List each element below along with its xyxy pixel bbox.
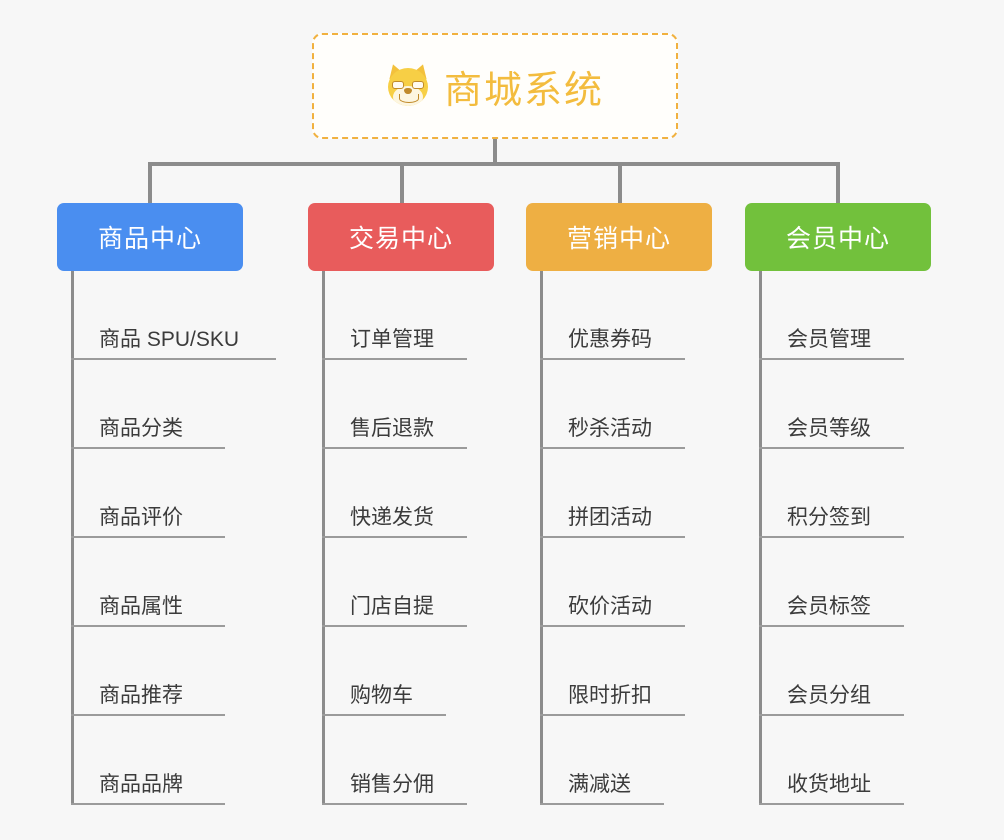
leaf-item[interactable]: 销售分佣 (308, 716, 494, 805)
leaf-label: 快递发货 (350, 506, 434, 529)
branch-spine (322, 271, 325, 805)
leaf-rule (71, 803, 225, 805)
connector-root-stem (493, 139, 497, 164)
branch-marketing-center: 营销中心 优惠券码 秒杀活动 拼团活动 砍价活动 限时折扣 (526, 203, 712, 805)
leaf-item[interactable]: 商品分类 (57, 360, 243, 449)
leaf-item[interactable]: 满减送 (526, 716, 712, 805)
leaf-rule (322, 803, 467, 805)
leaf-rule (322, 358, 467, 360)
leaf-item[interactable]: 收货地址 (745, 716, 931, 805)
branch-member-center: 会员中心 会员管理 会员等级 积分签到 会员标签 会员分组 (745, 203, 931, 805)
leaf-rule (759, 447, 904, 449)
leaf-label: 商品推荐 (99, 684, 183, 707)
leaf-item[interactable]: 门店自提 (308, 538, 494, 627)
leaf-item[interactable]: 商品品牌 (57, 716, 243, 805)
branch-items-member-center: 会员管理 会员等级 积分签到 会员标签 会员分组 收货地址 (745, 271, 931, 805)
leaf-item[interactable]: 秒杀活动 (526, 360, 712, 449)
leaf-item[interactable]: 购物车 (308, 627, 494, 716)
leaf-item[interactable]: 快递发货 (308, 449, 494, 538)
branch-items-product-center: 商品 SPU/SKU 商品分类 商品评价 商品属性 商品推荐 商品品牌 (57, 271, 276, 805)
leaf-label: 拼团活动 (568, 506, 652, 529)
leaf-label: 订单管理 (350, 328, 434, 351)
branch-header-product-center[interactable]: 商品中心 (57, 203, 243, 271)
leaf-item[interactable]: 拼团活动 (526, 449, 712, 538)
leaf-rule (322, 447, 467, 449)
leaf-rule (759, 714, 904, 716)
leaf-label: 砍价活动 (568, 595, 652, 618)
shiba-dog-icon (385, 61, 431, 108)
leaf-label: 商品属性 (99, 595, 183, 618)
branch-items-trade-center: 订单管理 售后退款 快递发货 门店自提 购物车 销售分佣 (308, 271, 494, 805)
leaf-label: 购物车 (350, 684, 413, 707)
leaf-item[interactable]: 会员标签 (745, 538, 931, 627)
leaf-label: 会员等级 (787, 417, 871, 440)
leaf-rule (540, 803, 664, 805)
leaf-rule (71, 358, 276, 360)
leaf-rule (71, 625, 225, 627)
connector-horizontal-bus (148, 162, 840, 166)
leaf-item[interactable]: 砍价活动 (526, 538, 712, 627)
leaf-item[interactable]: 会员管理 (745, 271, 931, 360)
leaf-label: 满减送 (568, 773, 631, 796)
leaf-item[interactable]: 售后退款 (308, 360, 494, 449)
leaf-label: 秒杀活动 (568, 417, 652, 440)
leaf-rule (540, 358, 685, 360)
leaf-rule (540, 536, 685, 538)
leaf-label: 商品分类 (99, 417, 183, 440)
leaf-item[interactable]: 商品推荐 (57, 627, 243, 716)
leaf-rule (759, 803, 904, 805)
leaf-label: 会员标签 (787, 595, 871, 618)
leaf-item[interactable]: 优惠券码 (526, 271, 712, 360)
leaf-label: 门店自提 (350, 595, 434, 618)
branch-spine (540, 271, 543, 805)
leaf-label: 收货地址 (787, 773, 871, 796)
leaf-label: 会员管理 (787, 328, 871, 351)
leaf-item[interactable]: 会员分组 (745, 627, 931, 716)
leaf-rule (322, 714, 446, 716)
branch-items-marketing-center: 优惠券码 秒杀活动 拼团活动 砍价活动 限时折扣 满减送 (526, 271, 712, 805)
leaf-rule (540, 714, 685, 716)
leaf-rule (540, 447, 685, 449)
leaf-item[interactable]: 限时折扣 (526, 627, 712, 716)
leaf-rule (71, 714, 225, 716)
leaf-label: 限时折扣 (568, 684, 652, 707)
connector-drop-member (836, 162, 840, 205)
leaf-rule (71, 447, 225, 449)
branch-header-trade-center[interactable]: 交易中心 (308, 203, 494, 271)
leaf-rule (759, 625, 904, 627)
leaf-item[interactable]: 商品属性 (57, 538, 243, 627)
branch-spine (759, 271, 762, 805)
connector-drop-marketing (618, 162, 622, 205)
branch-product-center: 商品中心 商品 SPU/SKU 商品分类 商品评价 商品属性 商品推荐 (57, 203, 276, 805)
connector-drop-product (148, 162, 152, 205)
connector-drop-trade (400, 162, 404, 205)
leaf-rule (322, 625, 467, 627)
branch-header-member-center[interactable]: 会员中心 (745, 203, 931, 271)
branch-trade-center: 交易中心 订单管理 售后退款 快递发货 门店自提 购物车 (308, 203, 494, 805)
root-node[interactable]: 商城系统 (312, 33, 678, 139)
leaf-label: 会员分组 (787, 684, 871, 707)
leaf-rule (759, 536, 904, 538)
leaf-label: 积分签到 (787, 506, 871, 529)
leaf-rule (540, 625, 685, 627)
leaf-label: 商品 SPU/SKU (99, 328, 240, 351)
leaf-label: 售后退款 (350, 417, 434, 440)
leaf-label: 销售分佣 (350, 773, 434, 796)
branch-spine (71, 271, 74, 805)
leaf-label: 商品评价 (99, 506, 183, 529)
leaf-rule (322, 536, 467, 538)
leaf-item[interactable]: 商品 SPU/SKU (57, 271, 276, 360)
leaf-item[interactable]: 会员等级 (745, 360, 931, 449)
root-title: 商城系统 (443, 69, 604, 112)
leaf-rule (71, 536, 225, 538)
branch-header-marketing-center[interactable]: 营销中心 (526, 203, 712, 271)
leaf-label: 商品品牌 (99, 773, 183, 796)
leaf-item[interactable]: 积分签到 (745, 449, 931, 538)
leaf-item[interactable]: 订单管理 (308, 271, 494, 360)
leaf-rule (759, 358, 904, 360)
leaf-item[interactable]: 商品评价 (57, 449, 243, 538)
leaf-label: 优惠券码 (568, 328, 652, 351)
